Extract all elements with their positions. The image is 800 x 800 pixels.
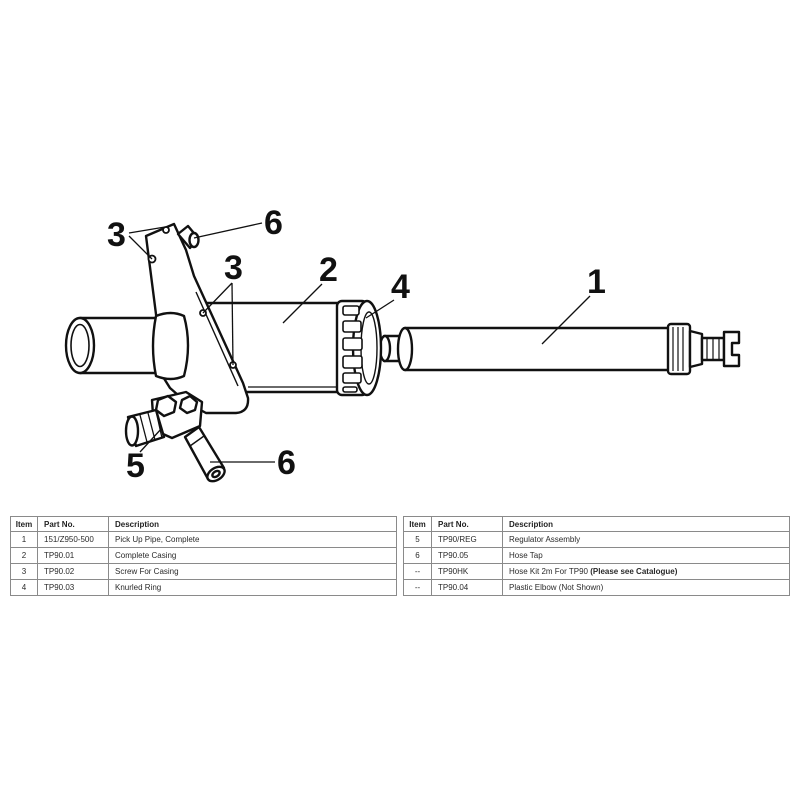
table-row: -- TP90.04 Plastic Elbow (Not Shown) [403, 579, 790, 596]
cell-description: Regulator Assembly [502, 531, 790, 548]
leader-line-3-side-a [202, 282, 233, 314]
table-row: -- TP90HK Hose Kit 2m For TP90 (Please s… [403, 563, 790, 580]
table-row: 4 TP90.03 Knurled Ring [10, 579, 397, 596]
cell-item: 6 [403, 547, 432, 564]
regulator-nut [178, 394, 199, 415]
cell-description: Complete Casing [108, 547, 397, 564]
cell-part-no: 151/Z950-500 [37, 531, 109, 548]
cell-description: Plastic Elbow (Not Shown) [502, 579, 790, 596]
leader-line-3-side-b [231, 282, 234, 366]
cell-item: -- [403, 563, 432, 580]
leader-lines [128, 222, 591, 463]
pipe-nozzle-ribs [706, 338, 720, 360]
knurl-tooth [342, 305, 360, 316]
parts-table-left: Item Part No. Description 1 151/Z950-500… [10, 516, 397, 596]
header-item: Item [403, 516, 432, 532]
header-item: Item [10, 516, 38, 532]
pipe-collar-ribs [672, 327, 684, 371]
hose-tap-bottom [183, 425, 226, 483]
table-header-row: Item Part No. Description [10, 516, 397, 532]
leader-line-1 [541, 295, 591, 345]
cell-part-no: TP90HK [431, 563, 503, 580]
pipe-coupling [722, 330, 741, 368]
knurl-tooth [342, 320, 362, 333]
callout-numbers: 3 6 3 2 4 1 5 6 [107, 204, 606, 485]
cell-part-no: TP90.03 [37, 579, 109, 596]
callout-hose-tap-top: 6 [264, 204, 283, 242]
cell-description: Screw For Casing [108, 563, 397, 580]
header-part-no: Part No. [431, 516, 503, 532]
table-row: 5 TP90/REG Regulator Assembly [403, 531, 790, 548]
casing-bracket [144, 222, 250, 415]
knurl-tooth [342, 355, 363, 369]
table-row: 2 TP90.01 Complete Casing [10, 547, 397, 564]
hose-tap-bottom-ring [189, 435, 205, 447]
callout-screw-for-casing-side: 3 [224, 249, 243, 287]
header-description: Description [502, 516, 790, 532]
cell-part-no: TP90.02 [37, 563, 109, 580]
cell-item: 3 [10, 563, 38, 580]
cell-part-no: TP90.05 [431, 547, 503, 564]
description-note: (Please see Catalogue) [590, 567, 678, 576]
regulator-nut [154, 394, 178, 418]
grip-end-inner [70, 323, 90, 368]
leader-line-6-top [193, 222, 263, 239]
header-description: Description [108, 516, 397, 532]
callout-knurled-ring: 4 [391, 268, 410, 306]
screw [162, 226, 170, 234]
regulator-knob-ribs [139, 410, 163, 443]
regulator-knob-end [124, 415, 140, 447]
cell-description: Pick Up Pipe, Complete [108, 531, 397, 548]
table-row: 6 TP90.05 Hose Tap [403, 547, 790, 564]
cell-description: Hose Kit 2m For TP90 (Please see Catalog… [502, 563, 790, 580]
callout-regulator-assembly: 5 [126, 447, 145, 485]
grip-end [64, 316, 166, 375]
header-part-no: Part No. [37, 516, 109, 532]
leader-line-4 [365, 299, 395, 319]
cell-item: -- [403, 579, 432, 596]
pick-up-pipe [378, 322, 741, 376]
pipe-taper [688, 329, 704, 369]
cell-part-no: TP90.01 [37, 547, 109, 564]
callout-pick-up-pipe: 1 [587, 263, 606, 301]
leader-line-3-top-a [128, 226, 166, 234]
tool-parts-drawing: 3 6 3 2 4 1 5 6 [64, 204, 741, 485]
cell-part-no: TP90.04 [431, 579, 503, 596]
pipe-tube [403, 326, 671, 372]
callout-screw-for-casing-top: 3 [107, 216, 126, 254]
cell-item: 2 [10, 547, 38, 564]
table-header-row: Item Part No. Description [403, 516, 790, 532]
hose-tap-top [176, 224, 200, 250]
description-text: Hose Kit 2m For TP90 [509, 567, 588, 576]
leader-line-5 [139, 427, 163, 453]
cell-item: 1 [10, 531, 38, 548]
knurl-tooth [342, 386, 358, 393]
cell-item: 5 [403, 531, 432, 548]
cell-description: Hose Tap [502, 547, 790, 564]
leader-line-2 [282, 283, 323, 324]
knurled-ring [335, 299, 383, 397]
knurl-teeth [342, 305, 363, 393]
knurl-tooth [342, 337, 363, 351]
table-row: 1 151/Z950-500 Pick Up Pipe, Complete [10, 531, 397, 548]
cell-part-no: TP90/REG [431, 531, 503, 548]
bracket-edge [195, 291, 239, 387]
knurl-tooth [342, 372, 362, 384]
pipe-tube-end [396, 326, 414, 372]
hose-tap-top-end [188, 231, 200, 249]
hose-tap-bottom-bore [211, 469, 221, 479]
parts-table-right: Item Part No. Description 5 TP90/REG Reg… [403, 516, 790, 596]
cell-description: Knurled Ring [108, 579, 397, 596]
callout-hose-tap-bottom: 6 [277, 444, 296, 482]
pipe-collar [666, 322, 692, 376]
bracket-clamp [151, 311, 190, 381]
callout-complete-casing: 2 [319, 251, 338, 289]
leader-line-3-top-b [128, 235, 153, 260]
regulator-assembly [124, 390, 204, 448]
table-row: 3 TP90.02 Screw For Casing [10, 563, 397, 580]
cell-item: 4 [10, 579, 38, 596]
